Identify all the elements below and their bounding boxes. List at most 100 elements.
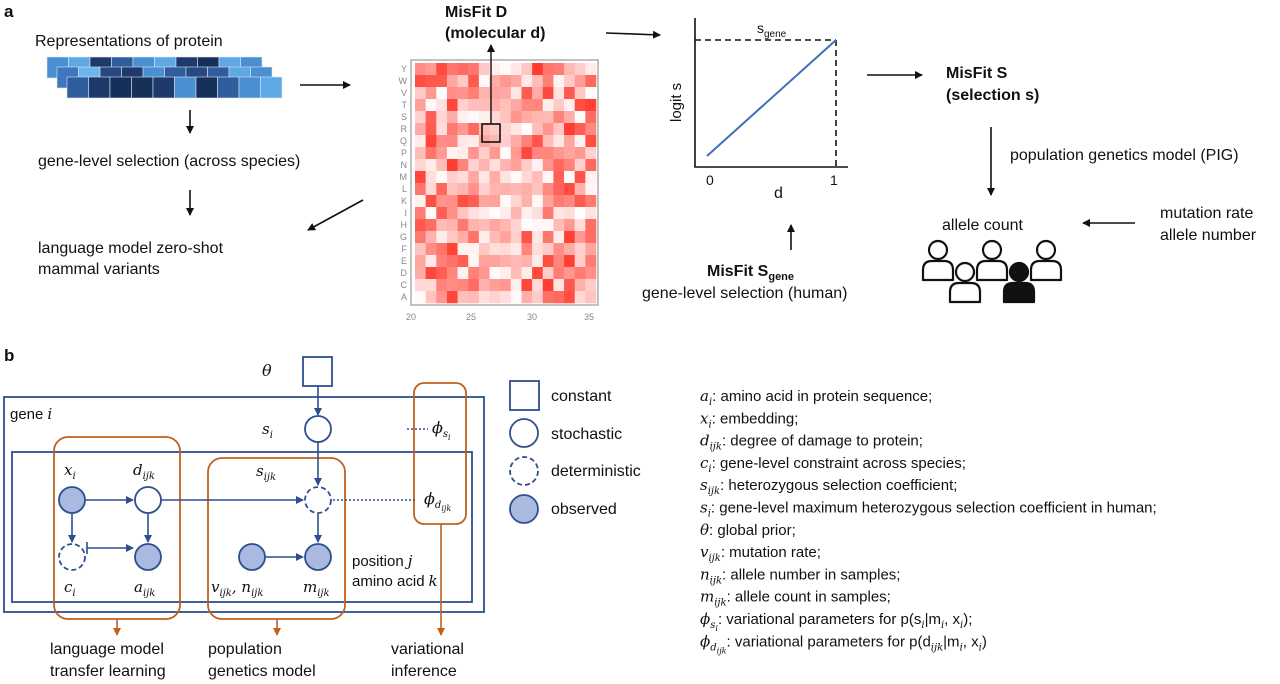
heatmap-cell <box>478 219 490 232</box>
misfit-sgene-title: MisFit Sgene <box>707 263 794 283</box>
heatmap-cell <box>564 111 576 124</box>
heatmap-row-label: S <box>401 112 407 122</box>
misfit-s-title: MisFit S <box>946 65 1008 82</box>
definition-item: sijk: heterozygous selection coefficient… <box>700 476 957 497</box>
allele-count-label: allele count <box>942 217 1024 234</box>
m-ijk-node <box>304 543 332 571</box>
heatmap-cell <box>468 123 480 136</box>
lm-zero-shot-line2: mammal variants <box>38 261 160 278</box>
heatmap-cell <box>415 63 426 76</box>
heatmap-cell <box>489 111 501 124</box>
plot-axes <box>694 18 848 168</box>
heatmap-frame <box>410 59 599 306</box>
heatmap-cell <box>564 87 576 100</box>
heatmap-cell <box>478 99 490 112</box>
heatmap-cell <box>489 207 501 220</box>
heatmap-cell <box>521 183 533 196</box>
heatmap-cell <box>478 255 490 268</box>
heatmap-cell <box>532 267 544 280</box>
heatmap-cell <box>532 279 544 292</box>
heatmap-cell <box>457 243 469 256</box>
heatmap-cell <box>510 243 522 256</box>
heatmap-row-label: L <box>402 184 407 194</box>
heatmap-cell <box>521 123 533 136</box>
heatmap-cell <box>489 123 501 136</box>
heatmap-cell <box>564 99 576 112</box>
heatmap-cell <box>532 63 544 76</box>
heatmap-cell <box>500 231 512 244</box>
heatmap-cell <box>478 147 490 160</box>
node-legend: constant stochastic deterministic observ… <box>509 380 641 524</box>
heatmap-cell <box>553 87 565 100</box>
heatmap-cell <box>489 135 501 148</box>
heatmap-cell <box>457 87 469 100</box>
heatmap-cell <box>415 243 426 256</box>
heatmap-cell <box>542 123 554 136</box>
heatmap-cell <box>468 159 480 172</box>
heatmap-cell <box>564 63 576 76</box>
heatmap-cell <box>542 219 554 232</box>
heatmap-cell <box>500 171 512 184</box>
heatmap-cell <box>521 267 533 280</box>
heatmap-cell <box>574 195 586 208</box>
arrow-to-logit-plot <box>605 30 661 39</box>
heatmap-cell <box>532 231 544 244</box>
heatmap-cell <box>574 219 586 232</box>
heatmap-cell <box>436 231 448 244</box>
heatmap-cell <box>489 171 501 184</box>
heatmap-cell <box>500 135 512 148</box>
heatmap-cell <box>415 171 426 184</box>
heatmap-cell <box>553 147 565 160</box>
heatmap-cell <box>564 171 576 184</box>
heatmap-cell <box>468 75 480 88</box>
heatmap-cell <box>553 231 565 244</box>
heatmap-cell <box>521 147 533 160</box>
heatmap-cell <box>425 207 437 220</box>
heatmap-cell <box>415 195 426 208</box>
heatmap-cell <box>446 291 458 304</box>
heatmap-cell <box>489 279 501 292</box>
heatmap-cell <box>415 219 426 232</box>
heatmap-row-label: W <box>399 76 408 86</box>
heatmap-cell <box>436 279 448 292</box>
heatmap-cell <box>457 219 469 232</box>
y-axis-label: logit s <box>668 83 685 122</box>
heatmap-cell <box>489 243 501 256</box>
heatmap-cell <box>510 195 522 208</box>
heatmap-cell <box>510 87 522 100</box>
heatmap-cell <box>585 255 597 268</box>
heatmap-cell <box>510 147 522 160</box>
person-icon <box>1029 239 1063 282</box>
pop-gen-model-label: population genetics model (PIG) <box>1010 147 1239 164</box>
heatmap-cell <box>457 255 469 268</box>
heatmap-cell <box>542 255 554 268</box>
heatmap-cell <box>585 123 597 136</box>
heatmap-row-label: A <box>401 292 407 302</box>
heatmap-cell <box>553 111 565 124</box>
protein-block <box>131 76 154 99</box>
heatmap-cell <box>446 243 458 256</box>
heatmap-cell <box>542 171 554 184</box>
protein-block <box>174 76 197 99</box>
heatmap-cell <box>585 147 597 160</box>
heatmap-cell <box>510 279 522 292</box>
heatmap-cell <box>457 111 469 124</box>
heatmap-cell <box>585 75 597 88</box>
heatmap-cell <box>500 99 512 112</box>
sgene-line-label: sgene <box>757 20 787 40</box>
position-plate <box>11 451 473 603</box>
heatmap-cell <box>500 291 512 304</box>
vi-line1: variational <box>391 641 464 658</box>
heatmap-cell <box>415 99 426 112</box>
heatmap-cell <box>415 111 426 124</box>
heatmap-cell <box>574 231 586 244</box>
protein-block <box>195 76 218 99</box>
heatmap-cell <box>446 135 458 148</box>
definition-item: si: gene-level maximum heterozygous sele… <box>700 499 1157 520</box>
heatmap-cell <box>532 123 544 136</box>
heatmap-row-label: F <box>402 244 408 254</box>
heatmap-cell <box>425 63 437 76</box>
heatmap-cell <box>457 147 469 160</box>
heatmap-cell <box>521 87 533 100</box>
